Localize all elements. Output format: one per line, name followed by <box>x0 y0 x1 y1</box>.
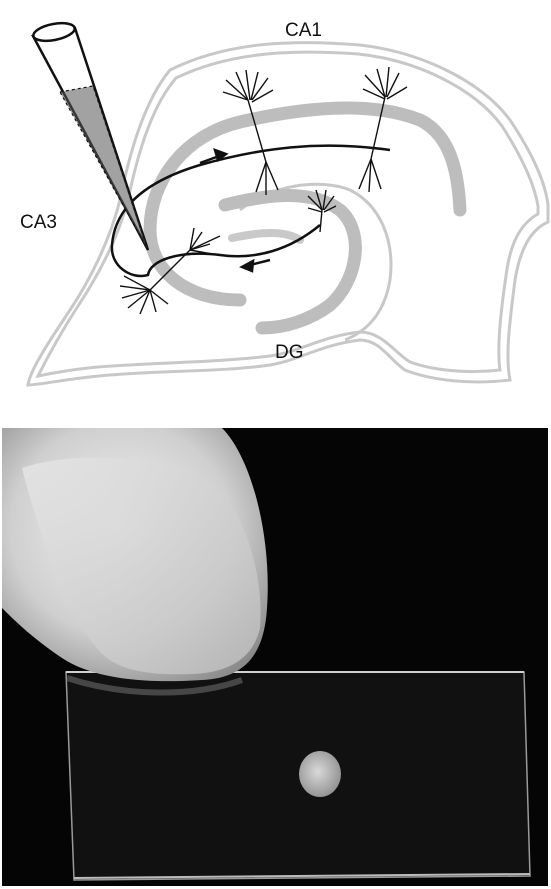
label-dg: DG <box>275 342 304 363</box>
label-ca1: CA1 <box>285 20 322 41</box>
glass-slide-icon <box>66 672 530 880</box>
label-ca3: CA3 <box>20 212 57 233</box>
dentate-granule-layer <box>225 195 355 328</box>
dentate-inner-layer <box>232 233 300 240</box>
slice-photo <box>2 428 548 886</box>
slice-outline <box>28 43 548 385</box>
pyramidal-cell-layer <box>150 108 460 300</box>
arrow-icon <box>242 260 270 271</box>
hippocampus-diagram: CA1 CA3 DG <box>0 0 551 410</box>
tissue-slice-icon <box>299 751 341 797</box>
